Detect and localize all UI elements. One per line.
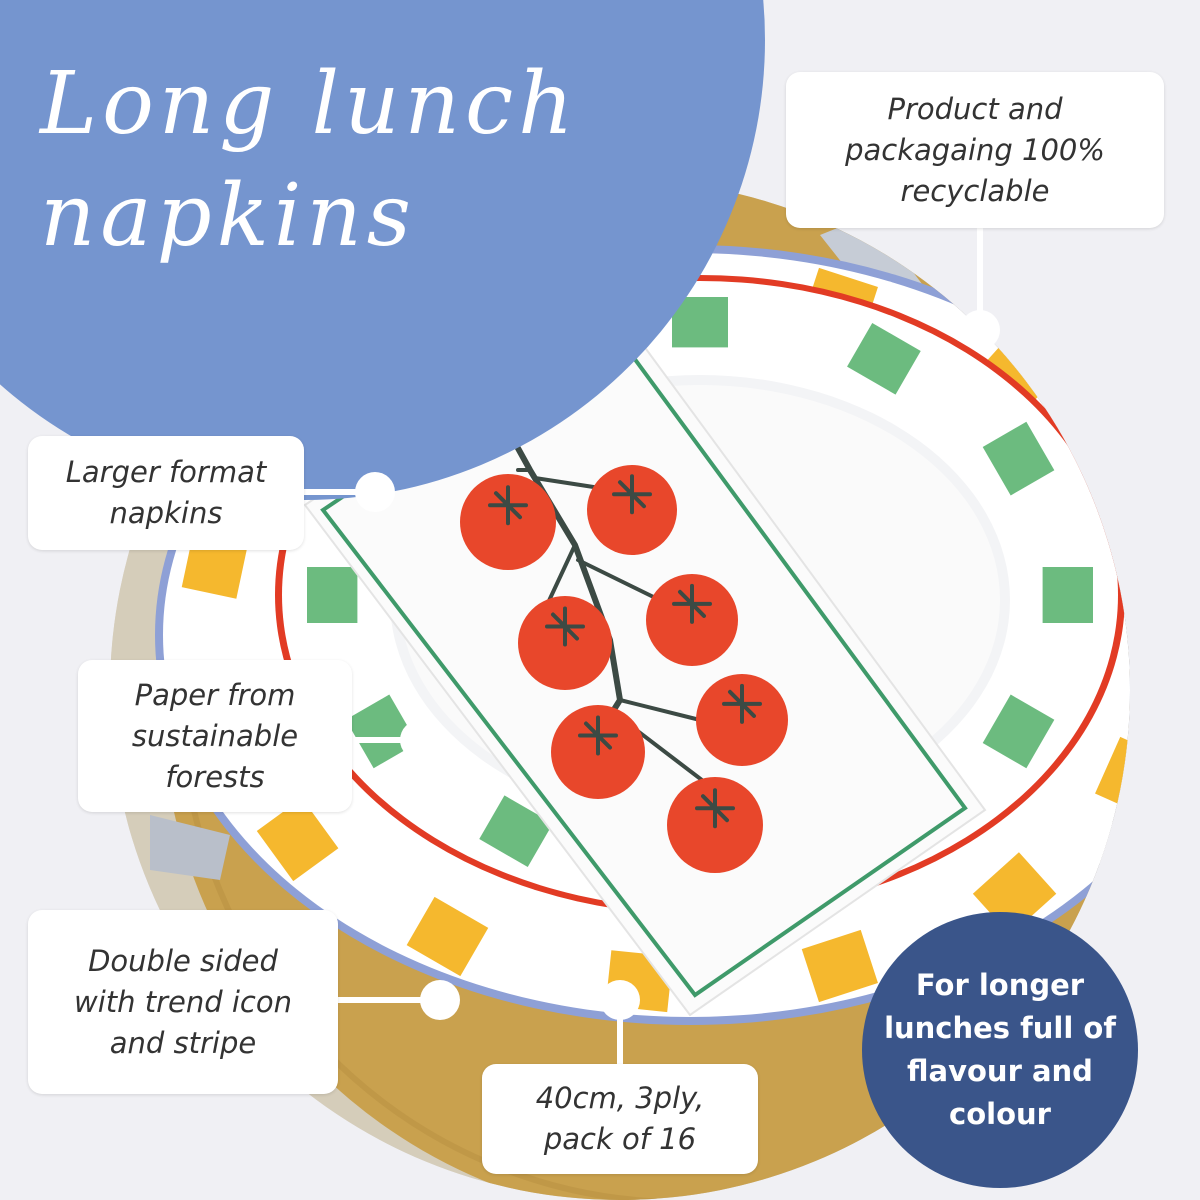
plate-stripe: [1095, 736, 1130, 817]
plate-stripe: [1095, 453, 1130, 534]
plate-stripe: [982, 694, 1055, 769]
plate-stripe: [406, 896, 489, 977]
connector-dot-icon: [355, 472, 395, 512]
plate-stripe: [801, 929, 878, 1003]
plate-stripe: [1023, 490, 1087, 558]
callout-recyclable: Product and packagaing 100% recyclable: [786, 72, 1164, 228]
plate-stripe: [479, 795, 553, 868]
plate-stripe: [1131, 527, 1198, 599]
callout-text: Double sided: [88, 943, 278, 978]
callout-text: pack of 16: [543, 1122, 697, 1156]
plate-stripe: [256, 798, 339, 882]
callout-size: 40cm, 3ply, pack of 16: [482, 1064, 758, 1174]
plate-stripe: [323, 852, 408, 936]
tagline-text: For longer: [915, 968, 1085, 1002]
plate-stripe: [1042, 567, 1093, 623]
page-title: Long lunch napkins: [40, 48, 579, 272]
tagline-text: colour: [949, 1097, 1051, 1131]
title-blob: [0, 0, 765, 500]
tomato-stem: [722, 683, 762, 724]
callout-larger-format: Larger format napkins: [28, 436, 304, 550]
tomato-stem: [612, 474, 652, 515]
callout-text: with trend icon: [73, 984, 292, 1019]
callout-paper: Paper from sustainable forests: [78, 660, 352, 812]
plate-stripe: [761, 299, 829, 364]
callout-double-sided: Double sided with trend icon and stripe: [28, 910, 338, 1094]
plate-stripe: [1023, 632, 1087, 700]
callout-text: Paper from: [134, 677, 296, 712]
plate-stripe: [345, 694, 418, 769]
connector-dot-icon: [400, 720, 440, 760]
tomato-stem: [488, 485, 528, 526]
tagline-badge: For longer lunches full of flavour and c…: [862, 912, 1138, 1188]
callout-text: sustainable: [131, 718, 299, 753]
tomato-stem: [695, 788, 735, 829]
plate-stripe: [402, 750, 478, 826]
title-line: Long lunch: [40, 54, 579, 154]
callout-text: Larger format: [65, 455, 267, 489]
callout-text: packagaing 100%: [845, 132, 1105, 167]
plate-stripe: [1041, 798, 1124, 882]
tagline-text: lunches full of: [884, 1011, 1116, 1045]
plate-stripe: [1131, 671, 1198, 743]
plate-stripe: [502, 929, 579, 1003]
plate-stripe: [307, 567, 358, 623]
napkin: [303, 298, 987, 1017]
plate-stripe: [847, 322, 921, 395]
plate-stripe: [177, 604, 233, 666]
connector-dot-icon: [600, 980, 640, 1020]
title-line: napkins: [40, 166, 416, 266]
tomato-stem: [578, 715, 618, 756]
callout-text: and stripe: [109, 1025, 257, 1060]
plate-stripe: [922, 364, 998, 440]
callout-text: napkins: [109, 496, 223, 530]
tagline-text: flavour and: [907, 1054, 1093, 1088]
plate-stripe: [972, 334, 1057, 418]
callout-connectors: [290, 225, 1000, 1068]
tomato-stem: [672, 583, 712, 624]
plate-stripe: [1147, 604, 1200, 666]
plate-stripe: [672, 297, 728, 348]
callout-text: Product and: [887, 91, 1063, 126]
plate-stripe: [982, 421, 1055, 496]
connector-dot-icon: [420, 980, 460, 1020]
callout-text: 40cm, 3ply,: [535, 1081, 705, 1115]
tomato-stem: [545, 606, 585, 647]
callout-text: recyclable: [900, 173, 1050, 208]
connector-dot-icon: [960, 310, 1000, 350]
fork: [150, 815, 230, 880]
callout-text: forests: [165, 759, 265, 794]
